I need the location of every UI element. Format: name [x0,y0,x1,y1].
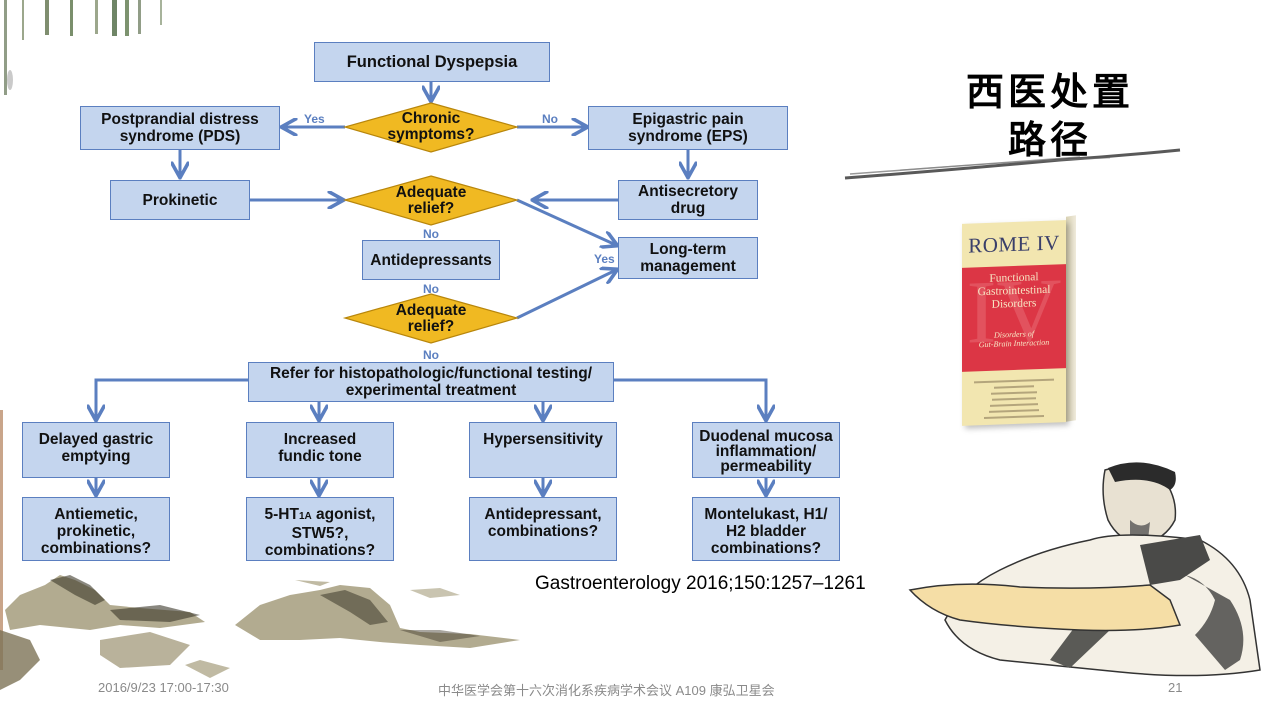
footer-date: 2016/9/23 17:00-17:30 [98,680,229,695]
edge-label-no-relief1: No [423,227,439,241]
ht-subscript: 1A [298,511,312,522]
ht-prefix: 5-HT [264,506,299,523]
node-5ht1a-rest: STW5?, combinations? [264,525,376,559]
sage-illustration [908,462,1261,677]
arrow-relief2-to-longterm [516,270,616,320]
node-antidepressant-combinations: Antidepressant, combinations? [469,497,617,561]
edge-label-no-relief2: No [423,348,439,362]
node-delayed-gastric-emptying: Delayed gastric emptying [22,422,170,478]
left-edge-stripe [0,410,3,670]
node-antidepressants: Antidepressants [362,240,500,280]
footer-event: 中华医学会第十六次消化系疾病学术会议 A109 康弘卫星会 [438,683,775,698]
node-eps: Epigastric pain syndrome (EPS) [588,106,788,150]
citation: Gastroenterology 2016;150:1257–1261 [535,573,866,594]
arrow-refer-to-duodenal [614,378,766,419]
ht-suffix: agonist, [311,506,376,523]
decision-chronic-symptoms: Chronic symptoms? [387,110,475,143]
node-functional-dyspepsia: Functional Dyspepsia [314,42,550,82]
diamond-chronic-symptoms [342,102,520,153]
edge-label-no-antidepressants: No [423,282,439,296]
node-5ht1a-line1: 5-HT1A agonist, [265,506,376,525]
bamboo-decoration [4,0,162,95]
footer-page-number: 21 [1168,680,1183,695]
node-duodenal-mucosa: Duodenal mucosa inflammation/ permeabili… [692,422,840,478]
edge-label-yes-pds: Yes [304,112,325,126]
node-increased-fundic-tone: Increased fundic tone [246,422,394,478]
edge-label-no-eps: No [542,112,558,126]
edge-label-yes-longterm: Yes [594,252,615,266]
diamond-adequate-relief-1 [342,175,520,226]
node-hypersensitivity: Hypersensitivity [469,422,617,478]
diamond-adequate-relief-2 [342,293,520,344]
node-antisecretory-drug: Antisecretory drug [618,180,758,220]
node-pds: Postprandial distress syndrome (PDS) [80,106,280,150]
node-montelukast: Montelukast, H1/ H2 bladder combinations… [692,497,840,561]
slide-title: 西医处置 路径 [965,70,1134,162]
node-long-term-management: Long-term management [618,237,758,279]
arrow-refer-to-delayed [96,378,248,419]
ink-mountains-decoration [0,575,520,690]
decision-adequate-relief-1: Adequate relief? [395,184,467,217]
decision-adequate-relief-2: Adequate relief? [395,302,467,335]
node-refer-testing: Refer for histopathologic/functional tes… [248,362,614,402]
node-prokinetic: Prokinetic [110,180,250,220]
node-5ht1a-agonist: 5-HT1A agonist, STW5?, combinations? [246,497,394,561]
brush-stroke-decoration [844,148,1181,180]
arrow-relief1-to-longterm [516,198,616,245]
node-antiemetic-prokinetic: Antiemetic, prokinetic, combinations? [22,497,170,561]
